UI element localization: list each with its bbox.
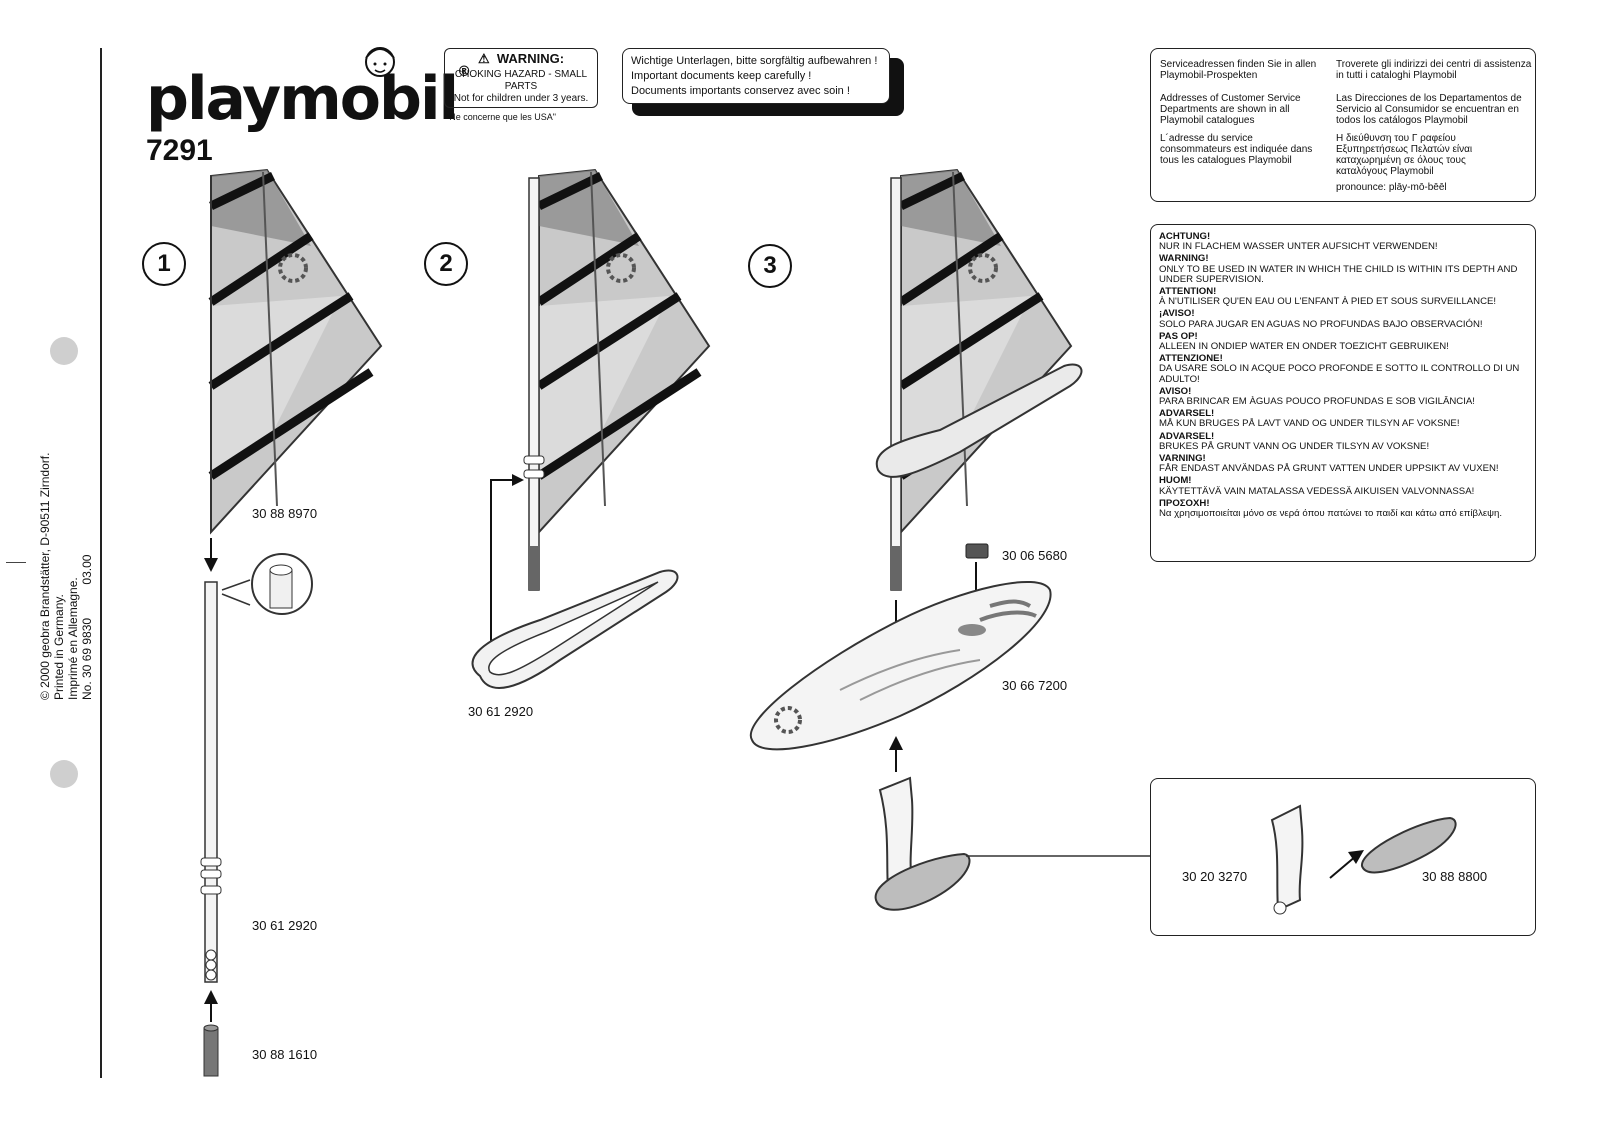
step-number: 2 bbox=[424, 242, 468, 286]
safety-text: KÄYTETTÄVÄ VAIN MATALASSA VEDESSÄ AIKUIS… bbox=[1159, 485, 1475, 497]
arrow-down-icon bbox=[204, 558, 218, 572]
safety-item: HUOM!KÄYTETTÄVÄ VAIN MATALASSA VEDESSÄ A… bbox=[1159, 475, 1529, 497]
safety-head: PAS OP! bbox=[1159, 330, 1198, 342]
punch-hole-top bbox=[50, 337, 78, 365]
service-text-en: Addresses of Customer Service Department… bbox=[1160, 93, 1301, 126]
service-text-el: Η διεύθυνση του Γ ραφείου Εξυπηρετήσεως … bbox=[1336, 133, 1473, 177]
service-text-fr: L´adresse du service consommateurs est i… bbox=[1160, 133, 1313, 166]
part-number-fin-base: 30 88 8800 bbox=[1422, 869, 1488, 884]
warning-line: Not for children under 3 years. bbox=[453, 93, 589, 104]
safety-head: ADVARSEL! bbox=[1159, 408, 1215, 420]
fin-base-shape bbox=[874, 852, 971, 911]
safety-item: WARNING!ONLY TO BE USED IN WATER IN WHIC… bbox=[1159, 254, 1529, 285]
part-number-board: 30 66 7200 bbox=[1002, 678, 1068, 693]
boom-shape bbox=[875, 363, 1083, 478]
safety-text: PARA BRINCAR EM ÀGUAS POUCO PROFUNDAS E … bbox=[1159, 396, 1475, 408]
safety-item: ATTENTION!À N'UTILISER QU'EN EAU OU L'EN… bbox=[1159, 286, 1529, 308]
safety-item: VARNING!FÅR ENDAST ANVÄNDAS PÅ GRUNT VAT… bbox=[1159, 453, 1529, 475]
warning-title: WARNING: bbox=[496, 51, 565, 66]
safety-item: ACHTUNG!NUR IN FLACHEM WASSER UNTER AUFS… bbox=[1159, 231, 1529, 253]
fin-shape bbox=[1270, 804, 1304, 912]
safety-text: MÅ KUN BRUGES PÅ LAVT VAND OG UNDER TILS… bbox=[1159, 418, 1460, 430]
registered-icon: ® bbox=[457, 64, 471, 80]
mast-foot-shape bbox=[203, 1027, 219, 1077]
step-number: 3 bbox=[748, 244, 792, 288]
model-number: 7291 bbox=[146, 134, 213, 167]
warning-title-row: ⚠ WARNING: bbox=[445, 51, 597, 66]
arrow-right-icon bbox=[512, 474, 524, 486]
safety-item: AVISO!PARA BRINCAR EM ÀGUAS POUCO PROFUN… bbox=[1159, 385, 1529, 408]
service-text-it: Troverete gli indirizzi dei centri di as… bbox=[1336, 59, 1532, 81]
choking-warning-box: ⚠ WARNING: CHOKING HAZARD - SMALL PARTS … bbox=[444, 48, 598, 108]
safety-text: ONLY TO BE USED IN WATER IN WHICH THE CH… bbox=[1159, 263, 1518, 285]
safety-item: ΠΡΟΣΟΧΗ!Να χρησιμοποιείται μόνο σε νερά … bbox=[1159, 497, 1529, 520]
safety-item: ¡AVISO!SOLO PARA JUGAR EN AGUAS NO PROFU… bbox=[1159, 308, 1529, 330]
safety-item: PAS OP!ALLEEN IN ONDIEP WATER EN ONDER T… bbox=[1159, 330, 1529, 353]
safety-text: BRUKES PÅ GRUNT VANN OG UNDER TILSYN AV … bbox=[1159, 440, 1430, 452]
part-number-plug: 30 06 5680 bbox=[1002, 548, 1068, 563]
step-number: 1 bbox=[142, 242, 186, 286]
part-number-boom: 30 61 2920 bbox=[468, 704, 534, 719]
brand-logo-text: playmobil bbox=[146, 64, 459, 134]
safety-text: Να χρησιμοποιείται μόνο σε νερά όπου πατ… bbox=[1159, 508, 1502, 520]
punch-hole-bottom bbox=[50, 760, 78, 788]
arrow-right-icon bbox=[1348, 850, 1364, 864]
surfboard-shape bbox=[749, 580, 1052, 751]
documents-notice-line: Wichtige Unterlagen, bitte sorgfältig au… bbox=[631, 55, 878, 67]
safety-text: FÅR ENDAST ANVÄNDAS PÅ GRUNT VATTEN UNDE… bbox=[1159, 463, 1499, 475]
safety-item: ADVARSEL!MÅ KUN BRUGES PÅ LAVT VAND OG U… bbox=[1159, 408, 1529, 430]
safety-text: SOLO PARA JUGAR EN AGUAS NO PROFUNDAS BA… bbox=[1159, 318, 1483, 330]
part-number-mast: 30 61 2920 bbox=[252, 918, 318, 933]
documents-notice-line: Documents importants conservez avec soin… bbox=[631, 85, 850, 97]
safety-head: ACHTUNG! bbox=[1159, 231, 1211, 242]
service-text-de: Serviceadressen finden Sie in allen Play… bbox=[1160, 59, 1317, 81]
documents-notice-line: Important documents keep carefully ! bbox=[631, 70, 812, 82]
safety-head: ADVARSEL! bbox=[1159, 430, 1215, 442]
safety-head: HUOM! bbox=[1159, 475, 1192, 487]
safety-text: ALLEEN IN ONDIEP WATER EN ONDER TOEZICHT… bbox=[1159, 341, 1449, 353]
mast-shape bbox=[528, 177, 540, 591]
mast-shape bbox=[204, 581, 218, 983]
safety-head: AVISO! bbox=[1159, 385, 1192, 397]
fold-mark bbox=[6, 562, 26, 563]
arrow-up-icon bbox=[889, 736, 903, 750]
part-number-sail: 30 88 8970 bbox=[252, 506, 318, 521]
mast-shape bbox=[890, 177, 902, 591]
brand-logo: playmobil® bbox=[146, 64, 471, 134]
warning-triangle-icon: ⚠ bbox=[477, 51, 497, 66]
fin-detail-inset bbox=[1150, 778, 1536, 936]
warning-note: "Ne concerne que les USA" bbox=[446, 112, 556, 122]
safety-head: VARNING! bbox=[1159, 453, 1206, 465]
safety-head: ΠΡΟΣΟΧΗ! bbox=[1159, 497, 1210, 509]
part-number-fin: 30 20 3270 bbox=[1182, 869, 1248, 884]
safety-text: À N'UTILISER QU'EN EAU OU L'ENFANT À PIE… bbox=[1159, 296, 1497, 308]
service-addresses-box: Serviceadressen finden Sie in allen Play… bbox=[1150, 48, 1536, 202]
water-safety-box: ACHTUNG!NUR IN FLACHEM WASSER UNTER AUFS… bbox=[1150, 224, 1536, 562]
service-text-es: Las Direcciones de los Departamentos de … bbox=[1336, 93, 1522, 126]
arrow-up-icon bbox=[204, 990, 218, 1004]
safety-head: ¡AVISO! bbox=[1159, 308, 1195, 320]
binding-line bbox=[100, 48, 102, 1078]
safety-text: DA USARE SOLO IN ACQUE POCO PROFONDE E S… bbox=[1159, 363, 1520, 385]
safety-head: ATTENZIONE! bbox=[1159, 353, 1223, 365]
safety-text: NUR IN FLACHEM WASSER UNTER AUFSICHT VER… bbox=[1159, 241, 1438, 253]
plug-shape bbox=[965, 543, 989, 559]
safety-item: ADVARSEL!BRUKES PÅ GRUNT VANN OG UNDER T… bbox=[1159, 430, 1529, 452]
safety-head: ATTENTION! bbox=[1159, 286, 1217, 298]
warning-line: CHOKING HAZARD - SMALL PARTS bbox=[454, 69, 588, 92]
sail-shape bbox=[211, 170, 381, 532]
part-number-mast-foot: 30 88 1610 bbox=[252, 1047, 318, 1062]
safety-head: WARNING! bbox=[1159, 253, 1209, 265]
documents-notice-box: Wichtige Unterlagen, bitte sorgfältig au… bbox=[622, 48, 890, 104]
pronunciation: pronounce: plāy-mō-bēēl bbox=[1336, 182, 1447, 193]
fin-base-shape bbox=[1361, 816, 1457, 874]
safety-item: ATTENZIONE!DA USARE SOLO IN ACQUE POCO P… bbox=[1159, 354, 1529, 385]
